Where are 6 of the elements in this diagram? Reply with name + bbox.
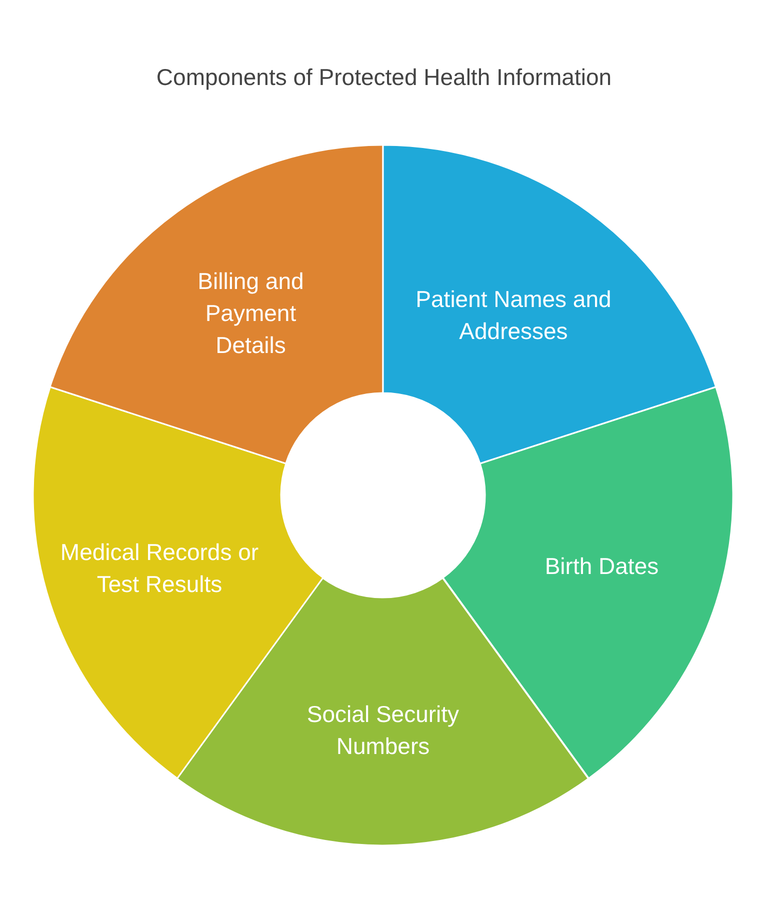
segment-label: Billing and Payment Details	[196, 266, 305, 360]
chart-title: Components of Protected Health Information	[155, 64, 613, 91]
segment-label: Social Security Numbers	[306, 700, 460, 761]
segment-label: Patient Names and Addresses	[414, 285, 612, 346]
segment-label: Medical Records or Test Results	[60, 538, 260, 599]
segment-label: Birth Dates	[544, 552, 660, 582]
